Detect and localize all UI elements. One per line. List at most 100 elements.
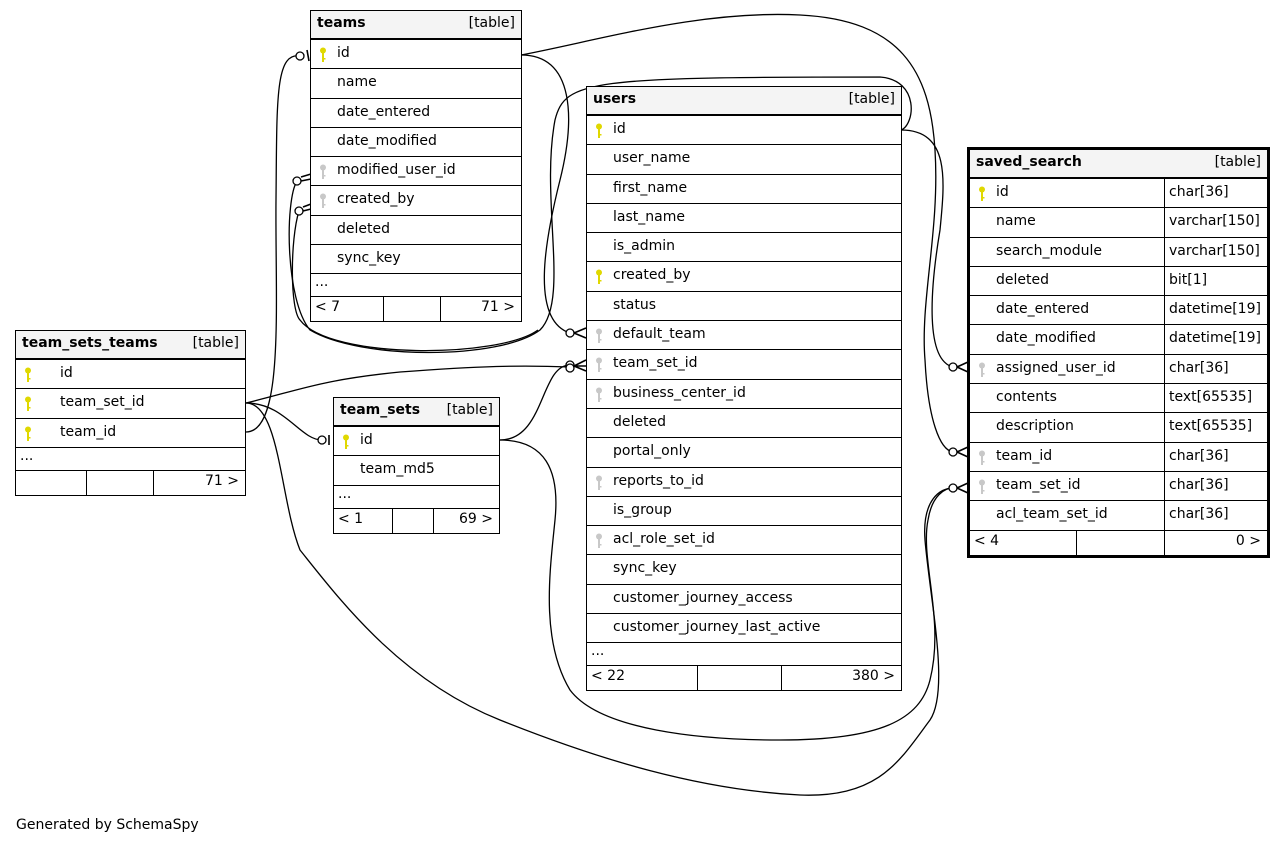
- column-row[interactable]: team_set_id: [16, 389, 245, 419]
- column-row[interactable]: deleted: [587, 409, 901, 439]
- column-type: text[65535]: [1164, 384, 1267, 413]
- parents-count[interactable]: < 4: [974, 532, 1000, 549]
- column-row[interactable]: name: [311, 69, 521, 99]
- table-kind: [table]: [446, 402, 493, 418]
- children-count[interactable]: 71 >: [153, 470, 245, 495]
- parents-count[interactable]: < 22: [591, 668, 625, 685]
- column-type: char[36]: [1164, 354, 1267, 384]
- column-name: id: [60, 365, 73, 381]
- parents-count[interactable]: < 7: [315, 299, 341, 316]
- table-footer: < 4 0 >: [970, 530, 1267, 555]
- column-row[interactable]: business_center_id: [587, 380, 901, 409]
- primary-key-icon: [342, 434, 350, 450]
- table-name: teams: [317, 15, 366, 31]
- more-columns-row: ...: [587, 643, 901, 667]
- column-type: bit[1]: [1164, 266, 1267, 296]
- primary-key-icon: [595, 269, 603, 285]
- column-row[interactable]: is_group: [587, 497, 901, 527]
- foreign-key-icon: [595, 387, 603, 403]
- column-name: assigned_user_id: [996, 359, 1116, 376]
- column-name: acl_role_set_id: [613, 531, 715, 548]
- zero-marker: [948, 447, 958, 457]
- column-name: created_by: [613, 267, 691, 284]
- column-row[interactable]: date_modified: [311, 128, 521, 158]
- column-row[interactable]: acl_role_set_id: [587, 526, 901, 556]
- relationship-line-users-teamset-to-teamsets: [499, 364, 571, 441]
- column-row[interactable]: date_entered: [311, 99, 521, 128]
- column-name: date_modified: [996, 330, 1096, 347]
- column-name: default_team: [613, 326, 706, 343]
- column-row[interactable]: created_by: [311, 186, 521, 216]
- table-header: teams [table]: [311, 11, 521, 40]
- children-count[interactable]: 0 >: [1164, 530, 1267, 555]
- column-type: varchar[150]: [1164, 237, 1267, 266]
- column-row[interactable]: id: [334, 427, 499, 457]
- column-row[interactable]: assigned_user_id char[36]: [970, 354, 1267, 385]
- primary-key-icon: [24, 396, 32, 412]
- column-type: char[36]: [1164, 179, 1267, 208]
- children-count[interactable]: 380 >: [781, 666, 901, 691]
- table-footer: 71 >: [16, 470, 245, 495]
- column-row[interactable]: status: [587, 292, 901, 322]
- column-row[interactable]: date_modified datetime[19]: [970, 325, 1267, 355]
- table-name: saved_search: [976, 154, 1082, 170]
- table-footer: < 22 380 >: [587, 666, 901, 691]
- column-name: name: [337, 74, 377, 91]
- column-name: team_set_id: [613, 355, 698, 372]
- column-name: first_name: [613, 179, 688, 196]
- column-row[interactable]: team_id: [16, 419, 245, 448]
- children-count[interactable]: 71 >: [440, 297, 521, 322]
- column-row[interactable]: customer_journey_access: [587, 585, 901, 615]
- column-row[interactable]: id: [311, 40, 521, 70]
- column-name: business_center_id: [613, 384, 746, 401]
- relationship-line-ss-team-to-teams: [520, 13, 954, 453]
- column-row[interactable]: team_md5: [334, 456, 499, 486]
- column-row[interactable]: sync_key: [311, 245, 521, 275]
- column-row[interactable]: id: [587, 116, 901, 146]
- column-row[interactable]: first_name: [587, 175, 901, 204]
- column-row[interactable]: team_set_id: [587, 350, 901, 380]
- column-row[interactable]: created_by: [587, 262, 901, 292]
- column-type: char[36]: [1164, 501, 1267, 530]
- column-row[interactable]: default_team: [587, 321, 901, 351]
- more-columns-row: ...: [334, 486, 499, 509]
- column-row[interactable]: customer_journey_last_active: [587, 614, 901, 644]
- column-row[interactable]: deleted: [311, 216, 521, 246]
- footer-spacer: [697, 666, 781, 691]
- footer-spacer: [86, 470, 153, 495]
- table-header: team_sets [table]: [334, 398, 499, 427]
- column-row[interactable]: last_name: [587, 204, 901, 234]
- column-row[interactable]: sync_key: [587, 555, 901, 585]
- many-marker: [573, 359, 587, 372]
- column-row[interactable]: is_admin: [587, 233, 901, 263]
- column-type: datetime[19]: [1164, 325, 1267, 354]
- column-row[interactable]: portal_only: [587, 438, 901, 468]
- zero-marker: [948, 483, 958, 493]
- column-row[interactable]: reports_to_id: [587, 468, 901, 497]
- parents-count[interactable]: < 1: [338, 510, 364, 527]
- column-row[interactable]: id: [16, 360, 245, 390]
- column-row[interactable]: user_name: [587, 145, 901, 175]
- column-name: reports_to_id: [613, 472, 704, 489]
- zero-marker: [295, 51, 305, 61]
- column-row[interactable]: modified_user_id: [311, 157, 521, 187]
- children-count[interactable]: 69 >: [433, 508, 499, 533]
- parents-count[interactable]: [16, 471, 86, 495]
- relationship-line-teams-moduser-to-users: [288, 76, 912, 354]
